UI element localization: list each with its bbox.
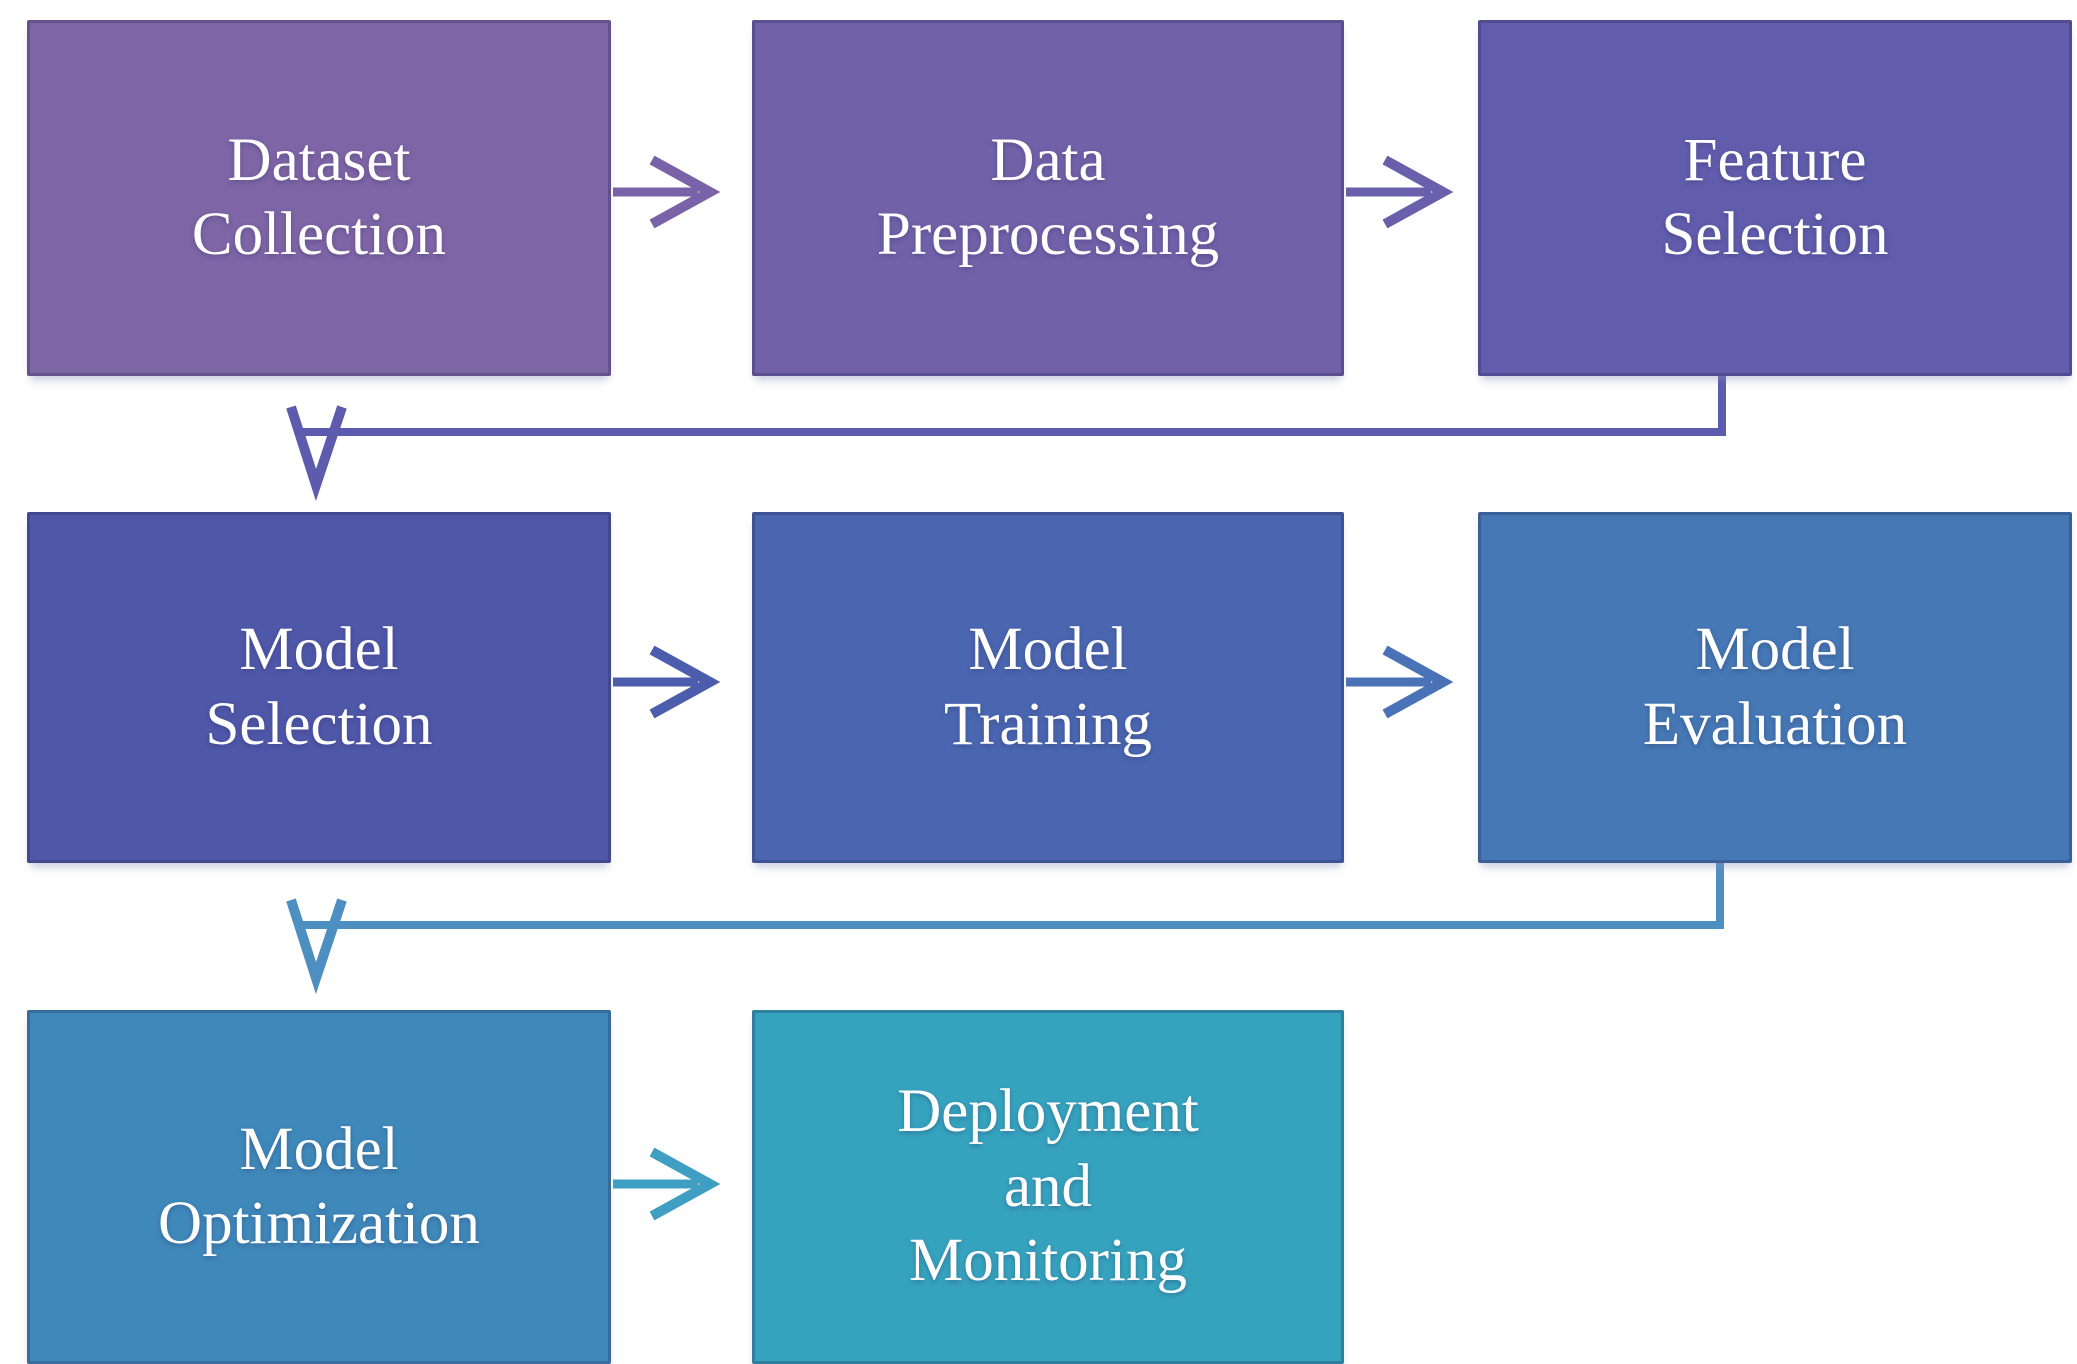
node-label-line: Deployment	[897, 1078, 1199, 1146]
node-label-line: Selection	[205, 690, 433, 758]
node-label-line: Optimization	[158, 1190, 480, 1257]
node-label-line: Monitoring	[909, 1227, 1187, 1295]
node-label-line: Model	[1695, 616, 1855, 684]
node-label-line: Preprocessing	[876, 201, 1220, 268]
node-label-line: and	[1003, 1152, 1093, 1220]
arrow-model-selection-to-training	[613, 645, 721, 719]
node-model-selection: Model Selection	[27, 512, 611, 863]
node-data-preprocessing: Data Preprocessing	[752, 20, 1344, 376]
node-label-line: Feature	[1683, 126, 1867, 194]
node-label-line: Collection	[191, 201, 447, 268]
node-model-training: Model Training	[752, 512, 1344, 863]
node-label-line: Model	[968, 616, 1128, 684]
arrow-preprocessing-to-feature	[1346, 155, 1454, 229]
node-label-line: Model	[239, 1115, 399, 1183]
node-feature-selection: Feature Selection	[1478, 20, 2072, 376]
node-model-optimization: Model Optimization	[27, 1010, 611, 1364]
arrow-optimization-to-deployment	[613, 1147, 721, 1221]
node-label-line: Training	[944, 690, 1152, 758]
node-label-line: Data	[990, 126, 1106, 194]
arrow-dataset-to-preprocessing	[613, 155, 721, 229]
arrow-evaluation-to-optimization	[286, 859, 1724, 995]
arrow-feature-to-model-selection	[286, 372, 1726, 502]
node-label-line: Dataset	[227, 126, 411, 194]
node-dataset-collection: Dataset Collection	[27, 20, 611, 376]
node-model-evaluation: Model Evaluation	[1478, 512, 2072, 863]
node-label-line: Selection	[1661, 201, 1889, 268]
node-deployment-monitoring: Deployment and Monitoring	[752, 1010, 1344, 1364]
arrow-training-to-evaluation	[1346, 645, 1454, 719]
node-label-line: Model	[239, 616, 399, 684]
node-label-line: Evaluation	[1642, 690, 1908, 758]
